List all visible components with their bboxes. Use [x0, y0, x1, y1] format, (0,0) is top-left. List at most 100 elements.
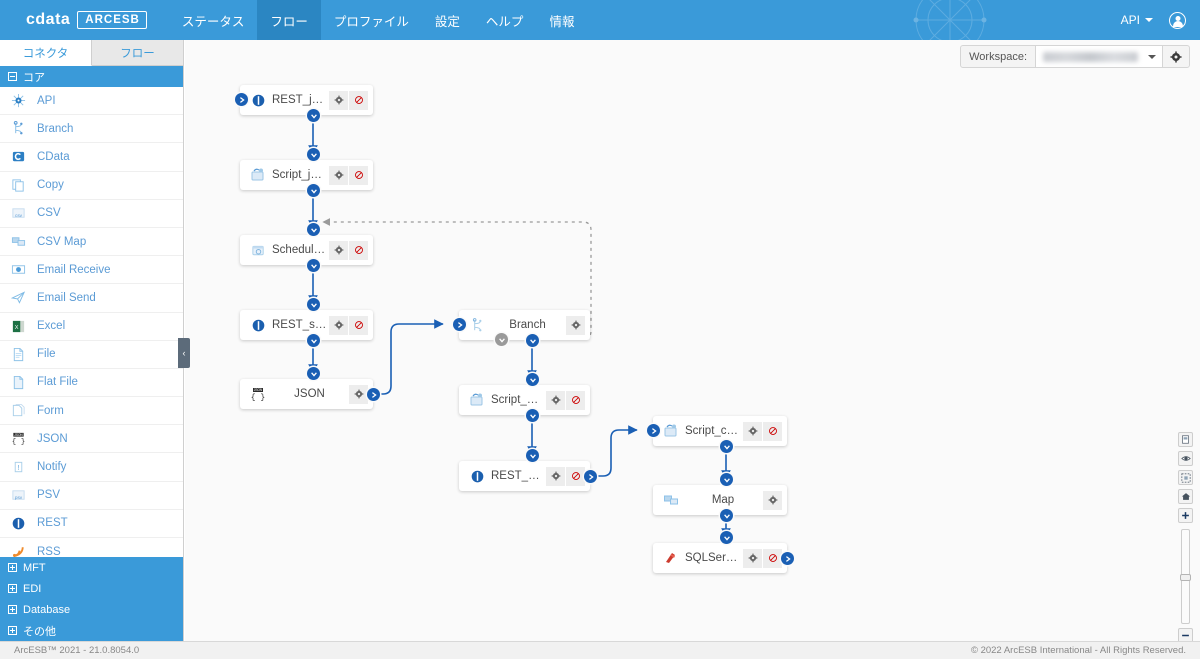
flow-node-input-handle[interactable]	[307, 148, 320, 161]
flow-node-input-handle[interactable]	[307, 223, 320, 236]
flow-node-output-handle[interactable]	[307, 184, 320, 197]
sidebar-item-csv[interactable]: csv CSV	[0, 200, 183, 228]
flow-node-script-charset[interactable]: Script_charset	[653, 416, 787, 446]
app-logo[interactable]: cdata ARCESB	[26, 11, 147, 29]
sidebar-group-mft[interactable]: MFT	[0, 557, 183, 578]
nav-item-info[interactable]: 情報	[549, 14, 575, 29]
flow-node-output-handle[interactable]	[526, 409, 539, 422]
workspace-select[interactable]	[1035, 46, 1163, 67]
flow-node-script-journals[interactable]: Script_journals	[240, 160, 373, 190]
flow-node-input-handle[interactable]	[526, 449, 539, 462]
flow-node-rest-journals[interactable]: REST_journals	[240, 85, 373, 115]
flow-node-schedule-wait[interactable]: Schedule_wait	[240, 235, 373, 265]
sidebar-item-api[interactable]: API	[0, 87, 183, 116]
flow-node-input-handle[interactable]	[720, 473, 733, 486]
nav-item-status[interactable]: ステータス	[181, 14, 245, 29]
stop-icon[interactable]	[349, 165, 368, 185]
nav-item-profile[interactable]: プロファイル	[333, 14, 409, 29]
flow-node-output-handle[interactable]	[720, 440, 733, 453]
flow-node-json[interactable]: JSON{ } JSON	[240, 379, 373, 409]
sidebar-item-excel[interactable]: X Excel	[0, 313, 183, 341]
gear-icon[interactable]	[329, 315, 348, 335]
flow-node-branch[interactable]: Branch	[459, 310, 590, 340]
flow-node-input-handle[interactable]	[307, 298, 320, 311]
home-icon[interactable]	[1178, 489, 1193, 504]
flow-node-output-handle[interactable]	[307, 259, 320, 272]
api-menu-button[interactable]: API	[1121, 13, 1153, 27]
stop-icon[interactable]	[349, 90, 368, 110]
gear-icon[interactable]	[743, 548, 762, 568]
eye-icon[interactable]	[1178, 451, 1193, 466]
user-avatar-icon[interactable]	[1169, 11, 1186, 29]
stop-icon[interactable]	[763, 548, 782, 568]
gear-icon[interactable]	[546, 466, 565, 486]
sidebar-item-json[interactable]: JSON { } JSON	[0, 425, 183, 454]
sidebar-item-flat-file[interactable]: Flat File	[0, 369, 183, 398]
sidebar-item-branch[interactable]: Branch	[0, 115, 183, 144]
sidebar-item-notify[interactable]: ! Notify	[0, 453, 183, 482]
stop-icon[interactable]	[349, 240, 368, 260]
fit-screen-icon[interactable]	[1178, 470, 1193, 485]
sidebar-group-other[interactable]: その他	[0, 620, 183, 641]
flow-node-output-handle[interactable]	[781, 552, 794, 565]
flow-node-input-handle[interactable]	[526, 373, 539, 386]
gear-icon[interactable]	[743, 421, 762, 441]
sidebar-item-rss[interactable]: RSS	[0, 538, 183, 557]
zoom-slider[interactable]	[1180, 529, 1191, 624]
sidebar-collapse-button[interactable]: ‹	[178, 338, 190, 368]
flow-node-input-handle[interactable]	[235, 93, 248, 106]
sidebar-item-csv-map[interactable]: CSV Map	[0, 228, 183, 257]
sidebar-item-email-send[interactable]: Email Send	[0, 284, 183, 313]
flow-node-output-handle[interactable]	[584, 470, 597, 483]
workspace-settings-button[interactable]	[1163, 46, 1189, 67]
gear-icon[interactable]	[546, 390, 565, 410]
stop-icon[interactable]	[566, 466, 585, 486]
flow-node-output-handle[interactable]	[526, 334, 539, 347]
sidebar-group-core[interactable]: コア	[0, 66, 183, 87]
tab-connectors[interactable]: コネクタ	[0, 40, 92, 66]
zoom-slider-knob[interactable]	[1180, 574, 1191, 581]
gear-icon[interactable]	[763, 490, 782, 510]
flow-node-input-handle[interactable]	[647, 424, 660, 437]
gear-icon[interactable]	[329, 165, 348, 185]
sidebar-item-email-receive[interactable]: Email Receive	[0, 256, 183, 285]
stop-icon[interactable]	[566, 390, 585, 410]
flow-node-rest-download[interactable]: REST_downlo...	[459, 461, 590, 491]
flow-node-output-handle[interactable]	[367, 388, 380, 401]
tab-flows[interactable]: フロー	[92, 40, 183, 66]
sidebar-item-file[interactable]: File	[0, 341, 183, 369]
stop-icon[interactable]	[349, 315, 368, 335]
flow-node-buttons	[329, 315, 368, 335]
sidebar-group-edi[interactable]: EDI	[0, 578, 183, 599]
sidebar-item-form[interactable]: Form	[0, 397, 183, 426]
flow-canvas[interactable]: Workspace:	[185, 40, 1200, 641]
sidebar-group-database[interactable]: Database	[0, 599, 183, 620]
sidebar-item-copy[interactable]: Copy	[0, 172, 183, 200]
sidebar-item-cdata[interactable]: CData	[0, 143, 183, 172]
gear-icon[interactable]	[329, 90, 348, 110]
flow-node-output-handle[interactable]	[307, 334, 320, 347]
flow-node-input-handle[interactable]	[307, 367, 320, 380]
stop-icon[interactable]	[763, 421, 782, 441]
connector-list[interactable]: API Branch	[0, 87, 183, 557]
zoom-in-icon[interactable]	[1178, 508, 1193, 523]
flow-node-input-handle[interactable]	[720, 531, 733, 544]
gear-icon[interactable]	[566, 315, 585, 335]
nav-item-settings[interactable]: 設定	[434, 14, 460, 29]
nav-item-flow[interactable]: フロー	[257, 0, 321, 40]
gear-icon[interactable]	[349, 384, 368, 404]
flow-node-output-handle[interactable]	[720, 509, 733, 522]
gear-icon[interactable]	[329, 240, 348, 260]
sidebar-item-rest[interactable]: REST	[0, 510, 183, 538]
sidebar-item-psv[interactable]: psv PSV	[0, 482, 183, 510]
export-icon[interactable]	[1178, 432, 1193, 447]
nav-item-help[interactable]: ヘルプ	[485, 14, 524, 29]
zoom-out-icon[interactable]	[1178, 628, 1193, 641]
flow-node-input-handle[interactable]	[453, 318, 466, 331]
flow-node-map[interactable]: Map	[653, 485, 787, 515]
flow-node-script-state[interactable]: Script_state	[459, 385, 590, 415]
flow-node-rest-state[interactable]: REST_state	[240, 310, 373, 340]
flow-node-sqlserver[interactable]: SQLServer	[653, 543, 787, 573]
flow-node-output-handle[interactable]	[307, 109, 320, 122]
flow-node-branch-fallback-handle[interactable]	[495, 333, 508, 346]
